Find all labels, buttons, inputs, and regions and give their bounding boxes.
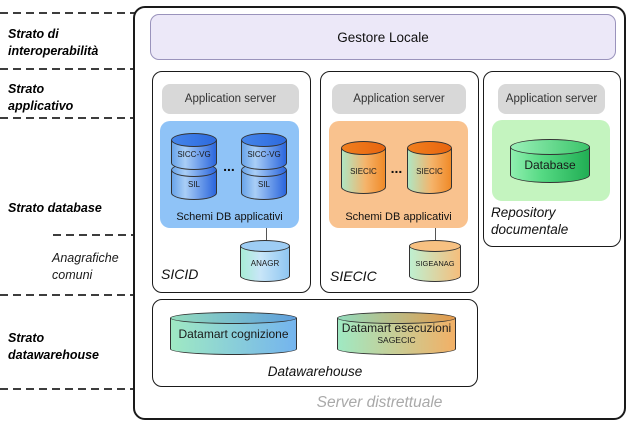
db-cylinder-stack: SIL SICC-VG xyxy=(241,133,287,200)
cylinder-label: SIECIC xyxy=(416,167,443,176)
gestore-locale-box: Gestore Locale xyxy=(150,14,616,60)
layer-label-anagrafiche-comuni: Anagrafiche comuni xyxy=(52,251,119,282)
cylinder-body xyxy=(170,318,297,355)
repository-db-group: Database xyxy=(492,120,610,201)
sigeanag-database-cylinder: SIGEANAG xyxy=(409,240,461,282)
repository-title: Repository documentale xyxy=(491,205,569,237)
datamart-cognizione-cylinder: Datamart cognizione xyxy=(170,312,297,355)
cylinder-top-icon xyxy=(241,133,287,147)
layer-separator-line xyxy=(0,68,152,70)
cylinder-label: SIL xyxy=(257,180,270,189)
sigeanag-connector-line xyxy=(435,228,436,241)
cylinder-label: Datamart cognizione xyxy=(178,327,289,341)
siecic-schema-group-label: Schemi DB applicativi xyxy=(345,211,452,223)
siecic-title: SIECIC xyxy=(330,268,377,284)
cylinder-top-icon xyxy=(171,133,217,147)
cylinder-top-icon xyxy=(170,312,297,324)
cylinder-label: SIL xyxy=(187,180,200,189)
ellipsis-more-databases: ... xyxy=(390,160,403,176)
server-distrettuale-label: Server distrettuale xyxy=(316,394,443,411)
cylinder-label: SIGEANAG xyxy=(415,259,455,268)
repository-section-box: Application server Database Repository d… xyxy=(483,71,621,247)
cylinder-label: SIECIC xyxy=(350,167,377,176)
datamart-esecuzioni-label: Datamart esecuzioni xyxy=(341,321,452,335)
cylinder-top-icon xyxy=(510,139,590,155)
cylinder-top-icon xyxy=(337,312,456,324)
cylinder-label: ANAGR xyxy=(250,259,280,268)
siecic-database-cylinder: SIECIC xyxy=(407,141,452,194)
sicc-vg-database-cylinder: SICC-VG xyxy=(171,133,217,170)
cylinder-top-icon xyxy=(341,141,386,155)
siecic-database-cylinder: SIECIC xyxy=(341,141,386,194)
cylinder-label: Database xyxy=(524,158,576,172)
anagr-connector-line xyxy=(266,228,267,241)
layer-separator-line xyxy=(0,388,152,390)
application-server-label: Application server xyxy=(184,93,277,105)
cylinder-top-icon xyxy=(240,240,290,252)
siecic-db-group: SIECIC ... SIECIC Schemi DB applicativi xyxy=(329,121,468,228)
cylinder-top-icon xyxy=(409,240,461,252)
cylinder-label: SICC-VG xyxy=(177,150,211,159)
ellipsis-more-databases: ... xyxy=(223,158,235,174)
sicid-db-group: SIL SICC-VG ... SIL SICC-VG xyxy=(160,121,299,228)
siecic-application-server: Application server xyxy=(332,84,466,114)
repository-application-server: Application server xyxy=(498,84,605,114)
layer-label-datawarehouse: Strato datawarehouse xyxy=(8,331,100,362)
repository-database-cylinder: Database xyxy=(510,139,590,183)
layer-separator-line xyxy=(0,294,152,296)
cylinder-label: SICC-VG xyxy=(247,150,281,159)
layer-label-interoperability: Strato di interoperabilità xyxy=(8,27,99,58)
cylinder-body xyxy=(409,246,461,282)
gestore-locale-label: Gestore Locale xyxy=(337,29,429,45)
layer-separator-line xyxy=(0,12,152,14)
datawarehouse-title: Datawarehouse xyxy=(267,364,363,379)
sagecic-sublabel: SAGECIC xyxy=(377,334,416,345)
sicid-schema-group-label: Schemi DB applicativi xyxy=(176,211,283,223)
cylinder-body xyxy=(240,246,290,282)
layer-separator-line-short xyxy=(53,234,152,236)
layer-separator-line xyxy=(0,117,152,119)
layer-label-database: Strato database xyxy=(8,201,102,215)
cylinder-top-icon xyxy=(407,141,452,155)
layer-label-application: Strato applicativo xyxy=(8,82,74,113)
cylinder-body xyxy=(337,318,456,355)
sicid-title: SICID xyxy=(161,266,199,282)
sicid-section-box: Application server SIL SICC-VG ... xyxy=(152,71,311,293)
sicid-application-server: Application server xyxy=(162,84,299,114)
anagr-database-cylinder: ANAGR xyxy=(240,240,290,282)
application-server-label: Application server xyxy=(353,93,445,105)
application-server-label: Application server xyxy=(505,93,598,105)
cylinder-body xyxy=(341,148,386,194)
sil-database-cylinder: SIL xyxy=(171,163,217,200)
cylinder-body xyxy=(407,148,452,194)
sicc-vg-database-cylinder: SICC-VG xyxy=(241,133,287,170)
db-cylinder-stack: SIL SICC-VG xyxy=(171,133,217,200)
siecic-section-box: Application server SIECIC ... SIECIC Sch… xyxy=(320,71,479,293)
